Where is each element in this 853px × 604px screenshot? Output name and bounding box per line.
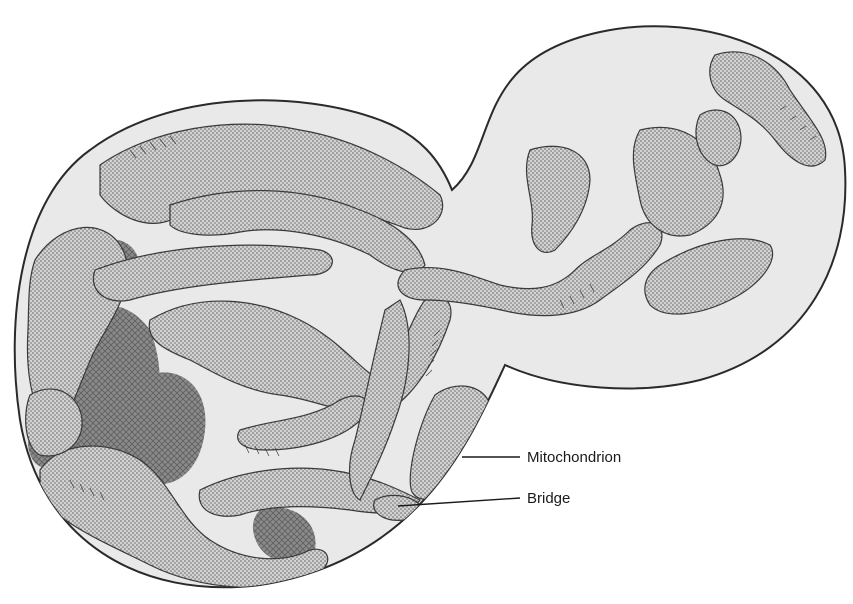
mitochondrion-label: Mitochondrion xyxy=(527,449,621,466)
bridge-label: Bridge xyxy=(527,490,570,507)
